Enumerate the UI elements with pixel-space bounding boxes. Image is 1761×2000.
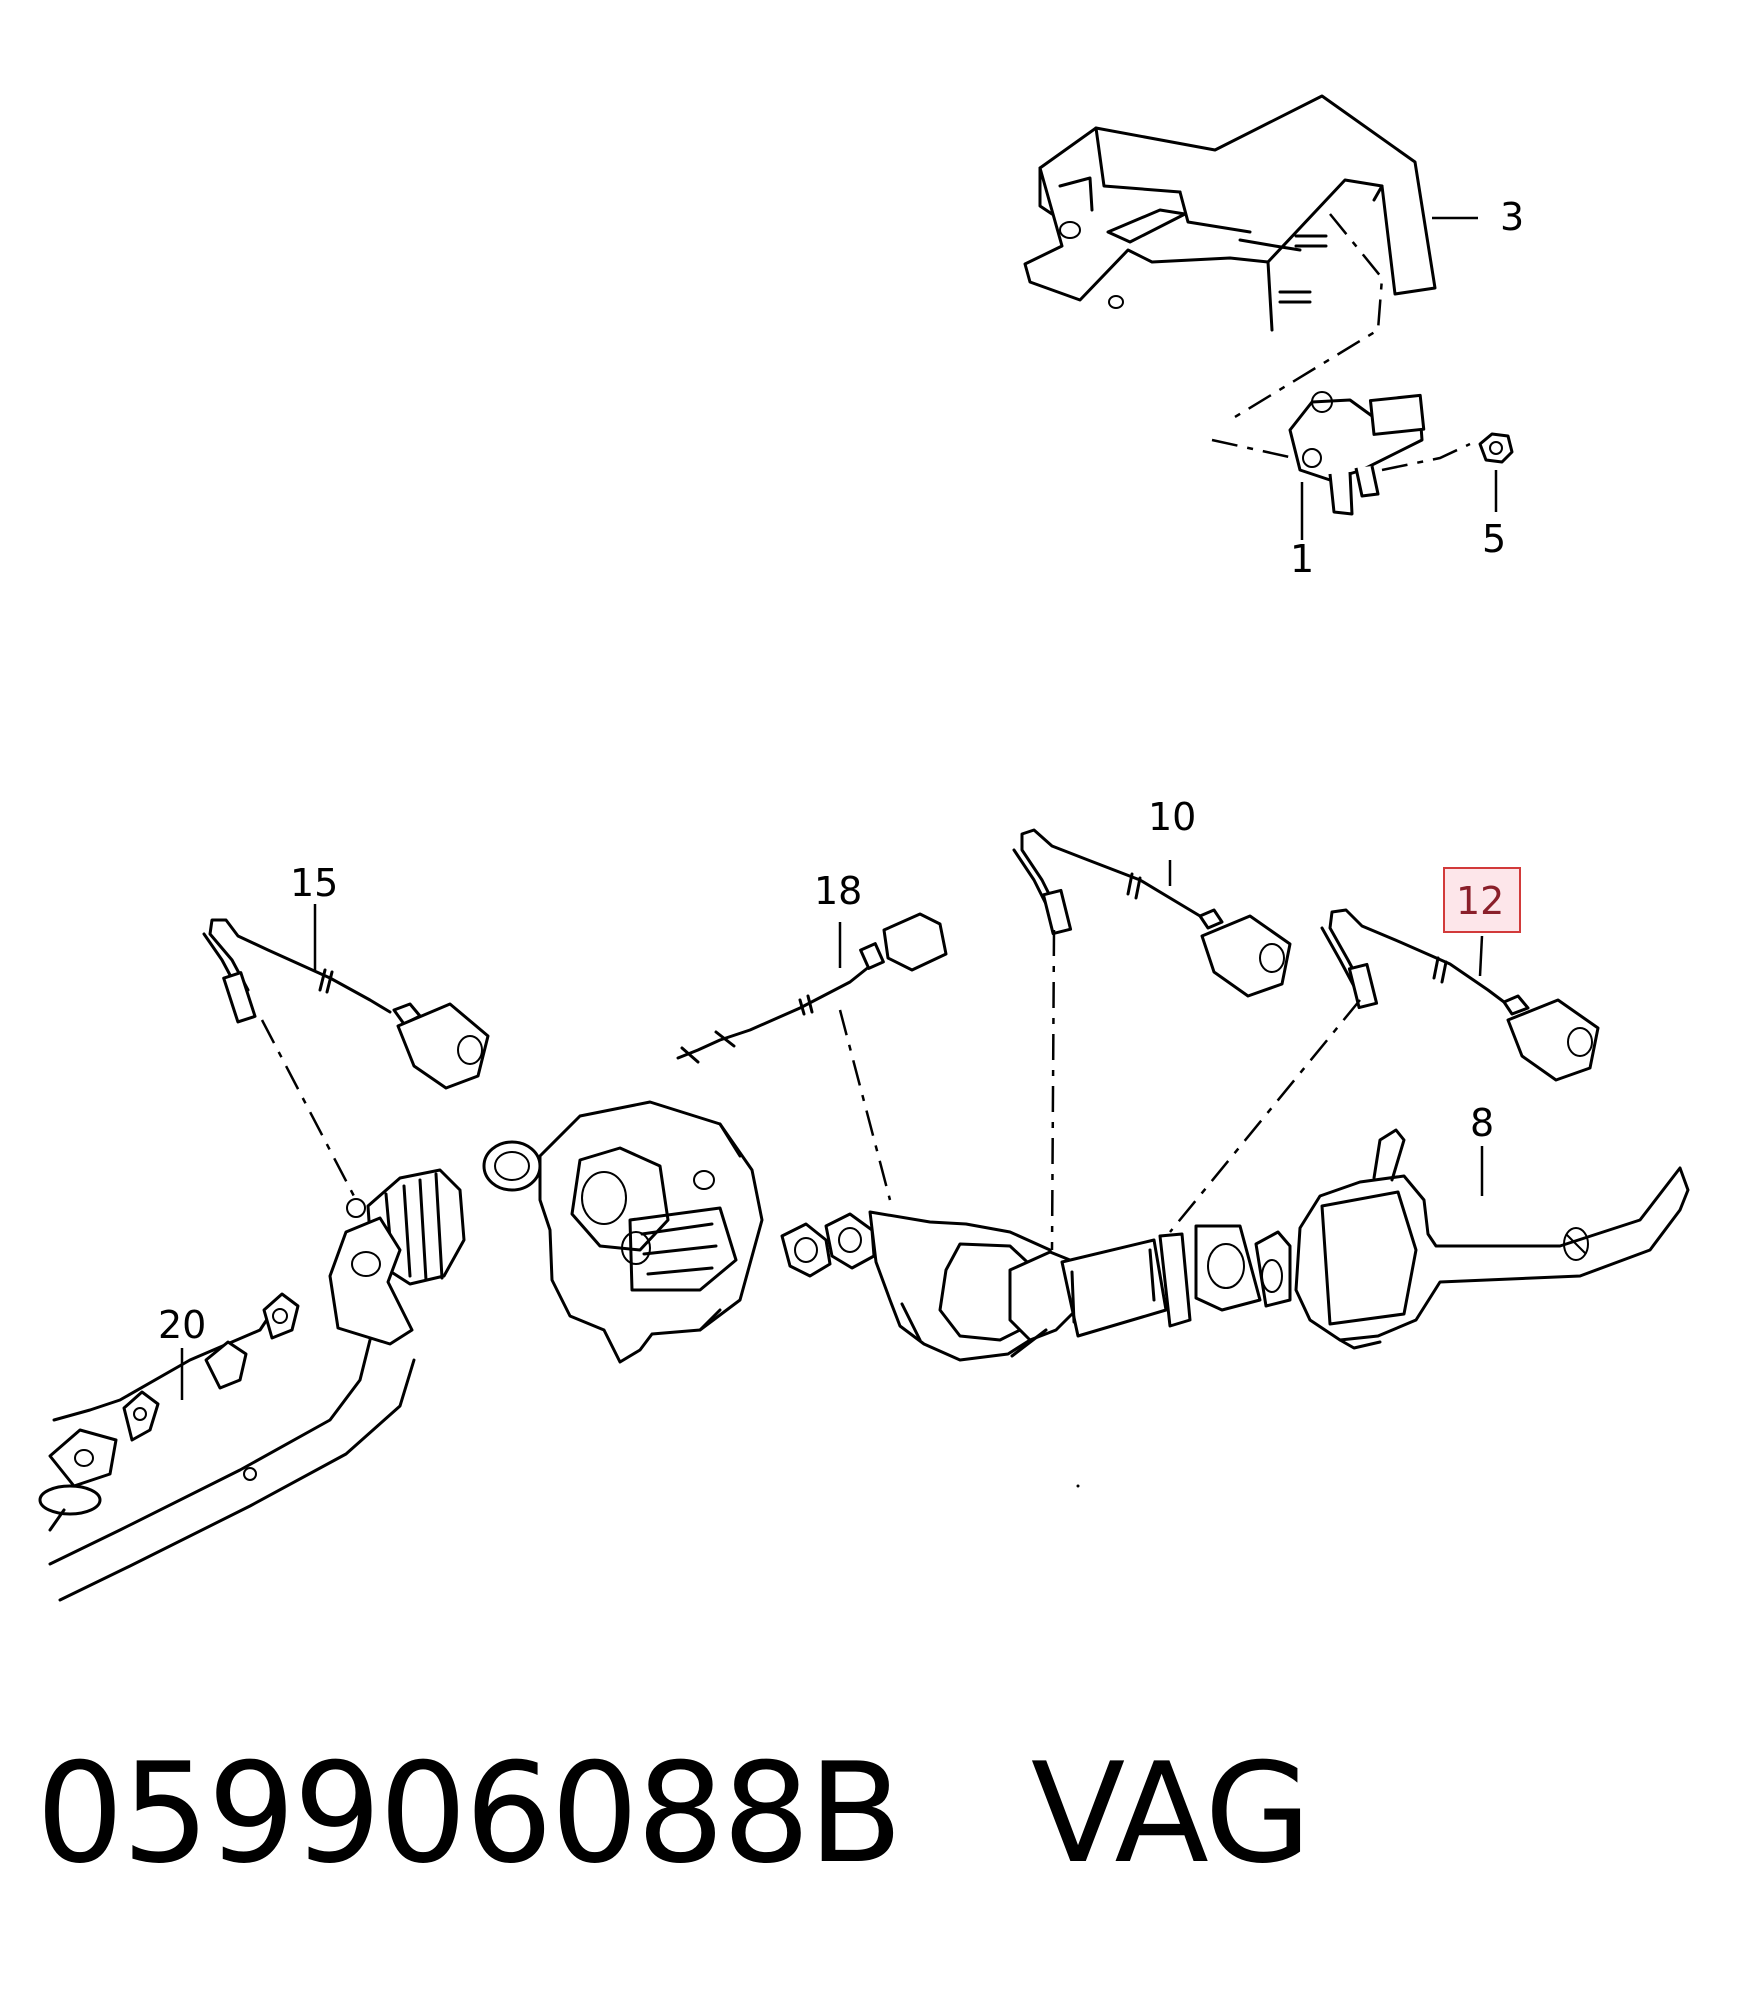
temperature-sensor-18 [676, 912, 948, 1064]
callout-12[interactable]: 12 [1456, 879, 1504, 923]
callout-3[interactable]: 3 [1500, 195, 1524, 239]
flange-gasket-pair [780, 1212, 876, 1278]
temperature-sensor-12 [1320, 908, 1600, 1082]
temperature-sensor-15 [202, 918, 490, 1090]
part-number: 059906088B [36, 1732, 903, 1894]
callout-12-highlight [1443, 867, 1521, 933]
callout-8[interactable]: 8 [1470, 1101, 1494, 1145]
brand-name: VAG [1030, 1732, 1311, 1894]
part-caption: 059906088B VAG [36, 1728, 1311, 1898]
callout-1[interactable]: 1 [1290, 537, 1314, 581]
turbocharger [482, 1100, 764, 1364]
callout-15[interactable]: 15 [290, 861, 338, 905]
callout-10[interactable]: 10 [1148, 795, 1196, 839]
pressure-sensor [1288, 391, 1426, 516]
stray-dot [1076, 1484, 1080, 1488]
temperature-sensor-10 [1012, 828, 1292, 998]
callout-20[interactable]: 20 [158, 1303, 206, 1347]
heat-shield-bracket [1023, 94, 1437, 332]
hex-nut [1478, 432, 1514, 464]
exhaust-front-pipe [1294, 1128, 1690, 1350]
intake-connector [328, 1168, 466, 1346]
exhaust-manifold [38, 1292, 416, 1602]
callout-5[interactable]: 5 [1482, 517, 1506, 561]
callout-18[interactable]: 18 [814, 869, 862, 913]
catalytic-converter [868, 1210, 1292, 1362]
